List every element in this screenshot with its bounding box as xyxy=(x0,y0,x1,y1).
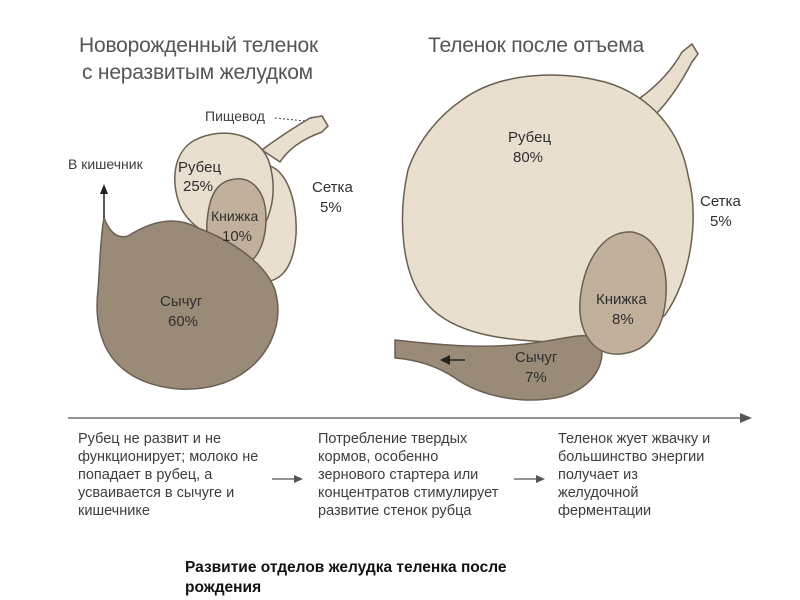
newborn-rumen-name: Рубец xyxy=(178,159,222,176)
weaned-abomasum-name: Сычуг xyxy=(515,349,558,366)
step-1-line-5: кишечнике xyxy=(78,503,150,519)
weaned-esophagus-shape xyxy=(638,42,699,117)
weaned-flow-arrow-head xyxy=(440,355,450,365)
step-2-line-1: Потребление твердых xyxy=(318,431,468,447)
newborn-abomasum-pct: 60% xyxy=(168,313,199,330)
step-2-line-5: развитие стенок рубца xyxy=(318,503,472,519)
step-3-line-1: Теленок жует жвачку и xyxy=(558,431,711,447)
newborn-reticulum-name: Сетка xyxy=(312,179,353,196)
weaned-omasum-pct: 8% xyxy=(612,311,634,328)
caption-line-2: рождения xyxy=(185,579,262,596)
newborn-heading-line-2: с неразвитым желудком xyxy=(82,61,313,84)
weaned-stomach xyxy=(394,42,699,401)
intestine-arrow-head xyxy=(100,184,108,194)
newborn-omasum-name: Книжка xyxy=(211,208,259,224)
newborn-abomasum-name: Сычуг xyxy=(160,293,203,310)
weaned-omasum-name: Книжка xyxy=(596,291,647,308)
intestine-label: В кишечник xyxy=(68,156,143,172)
weaned-omasum-shape xyxy=(579,231,667,355)
esophagus-pointer xyxy=(274,117,306,122)
newborn-stomach xyxy=(96,115,329,390)
step-1-line-3: попадает в рубец, а xyxy=(78,467,213,483)
newborn-abomasum-shape xyxy=(96,215,279,390)
step-1-line-1: Рубец не развит и не xyxy=(78,431,222,447)
newborn-esophagus-shape xyxy=(260,115,329,164)
timeline-arrow-head xyxy=(740,413,752,423)
step-2-line-2: кормов, особенно xyxy=(318,449,439,465)
weaned-reticulum-pct: 5% xyxy=(710,213,732,230)
newborn-omasum-pct: 10% xyxy=(222,228,253,245)
weaned-abomasum-shape xyxy=(394,334,603,401)
step-1-line-2: функционирует; молоко не xyxy=(78,449,259,465)
esophagus-label: Пищевод xyxy=(205,108,265,124)
step-3-line-5: ферментации xyxy=(558,503,652,519)
weaned-abomasum-pct: 7% xyxy=(525,369,547,386)
weaned-rumen-name: Рубец xyxy=(508,129,552,146)
weaned-reticulum-name: Сетка xyxy=(700,193,741,210)
step-arrow-2-head xyxy=(536,475,545,483)
step-1-line-4: усваивается в сычуге и xyxy=(78,485,235,501)
step-2-line-4: концентратов стимулирует xyxy=(318,485,499,501)
newborn-heading-line-1: Новорожденный теленок xyxy=(79,34,318,57)
weaned-heading: Теленок после отъема xyxy=(428,34,644,57)
weaned-rumen-pct: 80% xyxy=(513,149,544,166)
step-2-line-3: зернового стартера или xyxy=(318,467,479,483)
newborn-rumen-pct: 25% xyxy=(183,178,214,195)
step-arrow-1-head xyxy=(294,475,303,483)
newborn-reticulum-pct: 5% xyxy=(320,199,342,216)
caption-line-1: Развитие отделов желудка теленка после xyxy=(185,559,507,576)
step-3-line-4: желудочной xyxy=(558,485,639,501)
step-3-line-2: большинство энергии xyxy=(558,449,705,465)
step-3-line-3: получает из xyxy=(558,467,638,483)
